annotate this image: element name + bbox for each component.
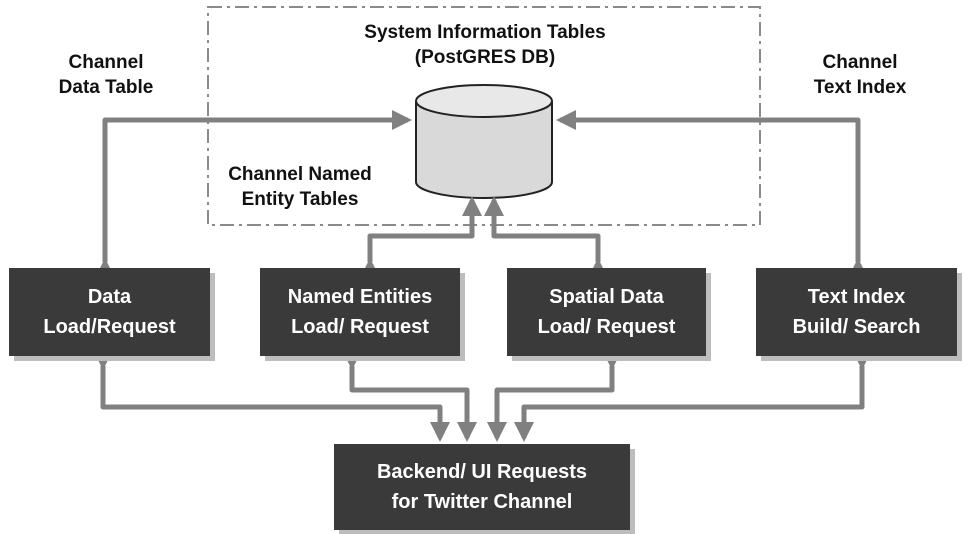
arrow-textindex-to-db — [556, 110, 868, 279]
spatial-data-load-request-box: Spatial Data Load/ Request — [507, 268, 706, 356]
arrow-spatialdata-to-db — [484, 196, 608, 279]
arrow-data-to-backend — [93, 349, 450, 442]
channel-named-entity-tables-label: Channel Named Entity Tables — [228, 164, 372, 210]
named-entities-load-request-box: Named Entities Load/ Request — [260, 268, 460, 356]
text-index-build-search-label: Text Index Build/ Search — [792, 286, 921, 338]
backend-ui-requests-label: Backend/ UI Requests for Twitter Channel — [376, 461, 588, 513]
database-cylinder-icon — [415, 84, 553, 199]
data-load-request-box: Data Load/Request — [9, 268, 210, 356]
system-tables-title: System Information Tables (PostGRES DB) — [364, 22, 606, 68]
arrow-spatialdata-to-backend — [487, 349, 622, 442]
named-entities-load-request-label: Named Entities Load/ Request — [287, 286, 433, 338]
text-index-build-search-box: Text Index Build/ Search — [756, 268, 957, 356]
arrow-textindex-to-backend — [514, 349, 872, 442]
channel-text-index-label: Channel Text Index — [813, 52, 907, 98]
arrow-data-to-db — [95, 110, 412, 279]
spatial-data-load-request-label: Spatial Data Load/ Request — [537, 286, 676, 338]
data-load-request-label: Data Load/Request — [43, 286, 176, 338]
channel-data-table-label: Channel Data Table — [58, 52, 154, 98]
arrow-namedentities-to-backend — [342, 349, 477, 442]
backend-ui-requests-box: Backend/ UI Requests for Twitter Channel — [334, 444, 630, 530]
arrow-namedentities-to-db — [360, 196, 482, 279]
